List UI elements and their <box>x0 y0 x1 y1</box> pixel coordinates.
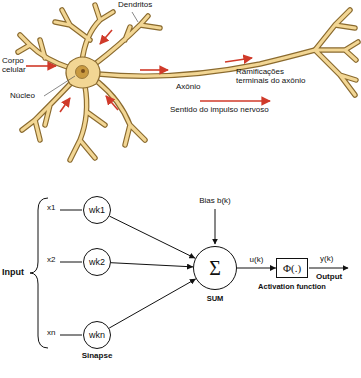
part-label: Dendritos <box>118 1 152 10</box>
impulse-arrow <box>106 96 118 110</box>
input-wire <box>60 335 82 336</box>
synapse-label: Sinapse <box>82 352 113 361</box>
connector-arrow <box>237 268 276 269</box>
bias-wire <box>215 209 216 244</box>
impulse-arrow <box>60 98 70 112</box>
node-text: wk2 <box>89 257 105 267</box>
impulse-arrow <box>100 30 112 44</box>
input-wire <box>60 262 82 263</box>
connector-arrow <box>110 216 196 258</box>
input-wire <box>60 210 82 211</box>
node-text: Σ <box>209 257 221 280</box>
signal-name: y(k) <box>320 255 333 264</box>
output-wire <box>309 268 348 269</box>
synapse-weight-circle: wk1 <box>83 196 111 224</box>
cell-body <box>66 57 100 88</box>
activation-box: Φ(.)Activation function <box>276 258 308 278</box>
node-text: wkn <box>89 330 105 340</box>
leader-line <box>44 76 75 96</box>
signal-name: u(k) <box>249 256 265 265</box>
neuron-outline <box>18 5 358 160</box>
part-label: Axônio <box>176 83 200 92</box>
leader-lines <box>44 12 138 96</box>
input-label: Input <box>2 267 24 277</box>
impulse-arrow <box>26 65 56 67</box>
summation-circle: ΣSUM <box>193 246 237 290</box>
synapse-weight-circle: wk2 <box>83 248 111 276</box>
connector-arrow <box>111 263 193 267</box>
nucleolus <box>81 69 85 73</box>
caption-label: Sentido do impulso nervoso <box>170 106 269 115</box>
perceptron-wires <box>30 198 348 348</box>
bias-label: Bias b(k) <box>199 197 231 206</box>
output-label: Output <box>316 273 342 282</box>
impulse-direction-arrow <box>200 100 270 102</box>
impulse-arrow <box>225 58 252 62</box>
signal-name: xn <box>47 329 55 338</box>
input-brace <box>30 198 48 348</box>
impulse-arrows <box>26 30 270 112</box>
nucleus <box>76 66 89 79</box>
node-heading: SUM <box>207 294 224 303</box>
signal-name: x2 <box>47 256 55 265</box>
signal-name: x1 <box>47 204 55 213</box>
node-text: Φ(.) <box>283 262 301 274</box>
impulse-arrow <box>140 69 168 71</box>
neuron-fill <box>18 5 358 160</box>
part-label: Corpo celular <box>2 57 42 75</box>
node-heading: Activation function <box>258 282 326 291</box>
part-label: Núcleo <box>10 92 35 101</box>
leader-line <box>132 12 138 22</box>
synapse-weight-circle: wkn <box>83 321 111 349</box>
part-label: Ramificações terminais do axônio <box>236 68 316 86</box>
node-text: wk1 <box>89 205 105 215</box>
connector-arrow <box>109 279 196 328</box>
